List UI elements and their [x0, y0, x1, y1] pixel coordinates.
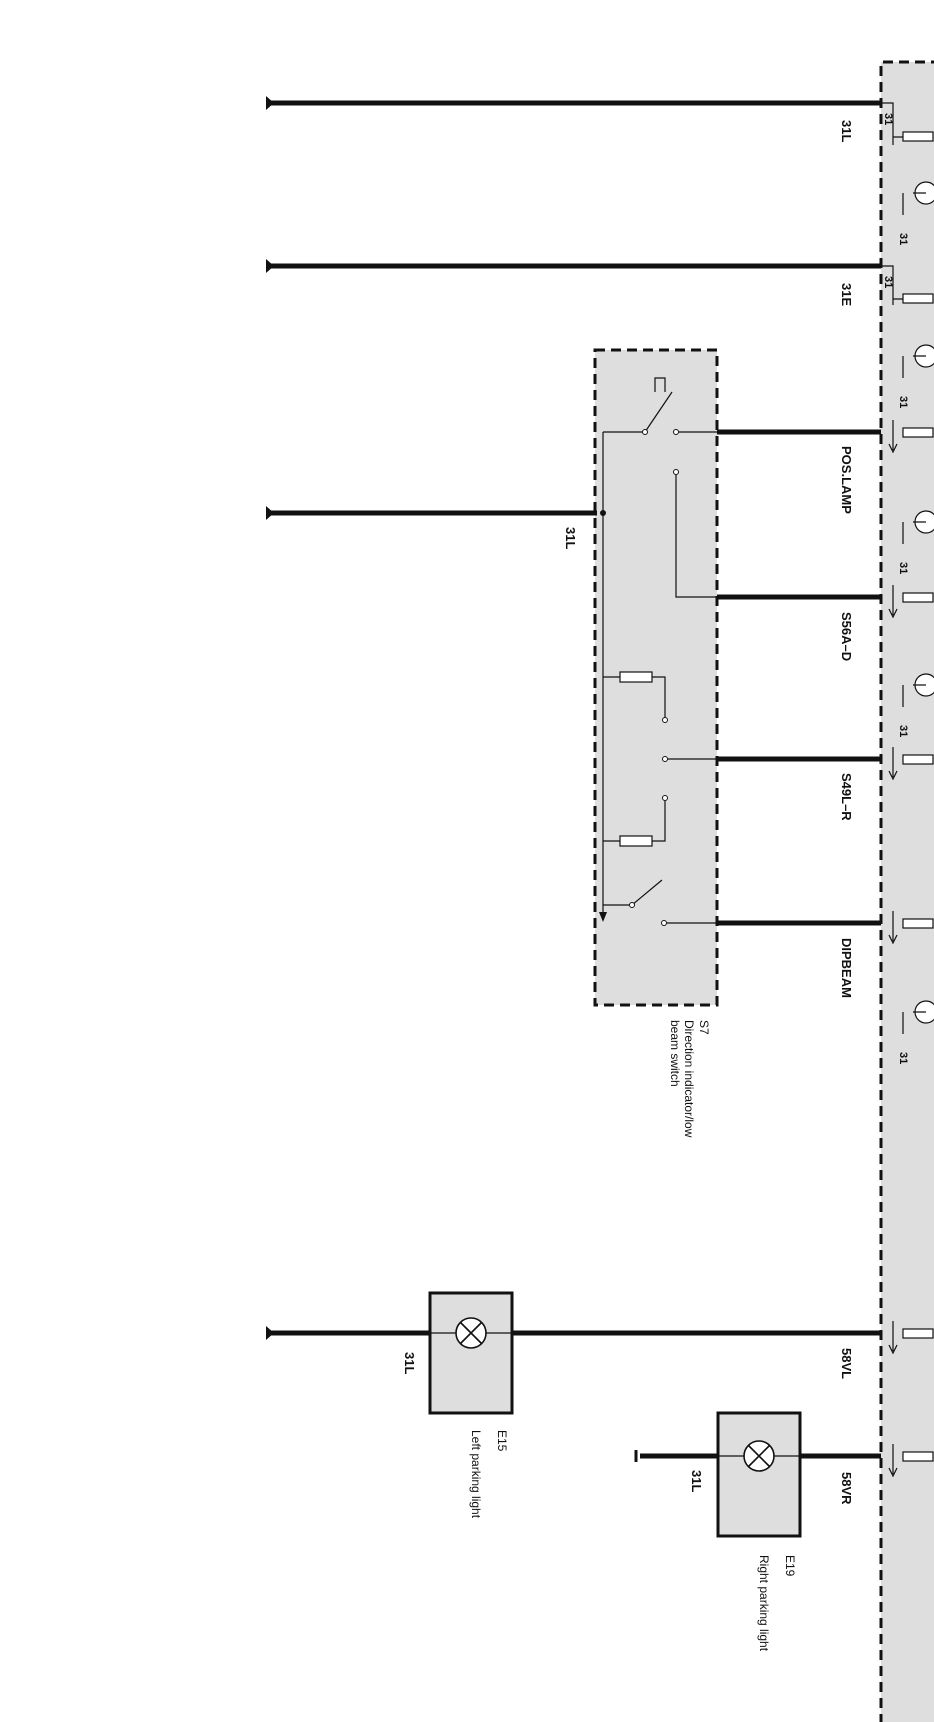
transistor-icon: 31 [897, 344, 934, 408]
lamp-e19-box [716, 1411, 802, 1538]
panel-connectors: 31 31 [881, 102, 934, 1478]
ground-arrow-icon [266, 259, 274, 273]
switch-arrow-icon [599, 912, 607, 922]
lamp-e15: E15 Left parking light [428, 1291, 514, 1519]
lamp-e15-id: E15 [495, 1430, 509, 1452]
switch-s7-internals [599, 377, 717, 926]
pin-label: 31 [897, 233, 909, 245]
pin-label: 31 [897, 562, 909, 574]
ground-arrow-icon [266, 96, 274, 110]
lamp-e19: E19 Right parking light [716, 1411, 802, 1652]
connector-pin: 31 [881, 102, 934, 145]
control-unit-panel [881, 62, 934, 1722]
ground-arrow-icon [266, 506, 274, 520]
resistor-icon [619, 835, 653, 847]
pin-label: 31 [882, 113, 894, 125]
pin-label: 31 [897, 725, 909, 737]
connector-pin [888, 1444, 934, 1478]
transistor-icon: 31 [897, 510, 934, 574]
lamp-e15-box [428, 1291, 514, 1415]
wire-label-31l-top: 31L [839, 120, 854, 142]
transistor-icon: 31 [897, 673, 934, 737]
wire-label-dipbeam: DIPBEAM [839, 938, 854, 998]
wires [270, 100, 881, 1459]
lamp-e19-name: Right parking light [757, 1555, 771, 1652]
connector-pin: 31 [881, 265, 934, 305]
switch-s7-name-line1: Direction indicator/low [682, 1020, 696, 1138]
wire-label-31l-e19: 31L [689, 1470, 704, 1492]
pin-label: 31 [882, 276, 894, 288]
lamp-e15-name: Left parking light [469, 1430, 483, 1519]
connector-pin [888, 911, 934, 945]
wire-label-s56a-d: S56A–D [839, 612, 854, 661]
wire-label-58vr: 58VR [839, 1472, 854, 1505]
connector-pin [888, 1321, 934, 1355]
lamp-e19-id: E19 [783, 1555, 797, 1577]
wire-label-s49l-r: S49L–R [839, 773, 854, 821]
wire-labels: 31L 31E POS.LAMP 31L S56A–D S49L–R DIPBE… [402, 120, 854, 1505]
connector-pin [888, 420, 934, 454]
resistor-icon [619, 671, 653, 683]
transistor-symbols: 31 31 31 31 31 [897, 181, 934, 1064]
ground-arrows [266, 96, 638, 1462]
connector-pin [888, 585, 934, 619]
switch-s7-id: S7 [697, 1020, 711, 1035]
switch-s7-caption: S7 Direction indicator/low beam switch [668, 1020, 711, 1138]
connector-pin [888, 747, 934, 781]
transistor-icon: 31 [897, 1000, 934, 1064]
ground-arrow-icon [266, 1326, 274, 1340]
pin-label: 31 [897, 1052, 909, 1064]
control-unit-border [879, 60, 934, 1722]
wire-label-pos-lamp: POS.LAMP [839, 446, 854, 514]
switch-contact-icon [644, 391, 673, 433]
transistor-icon: 31 [897, 181, 934, 245]
wire-label-31l-e15: 31L [402, 1352, 417, 1374]
pin-label: 31 [897, 396, 909, 408]
switch-s7-name-line2: beam switch [668, 1020, 682, 1087]
wire-label-31e: 31E [839, 283, 854, 306]
switch-s7-border [593, 348, 719, 1007]
wire-label-31l-switch: 31L [563, 527, 578, 549]
wire-label-58vl: 58VL [839, 1348, 854, 1379]
